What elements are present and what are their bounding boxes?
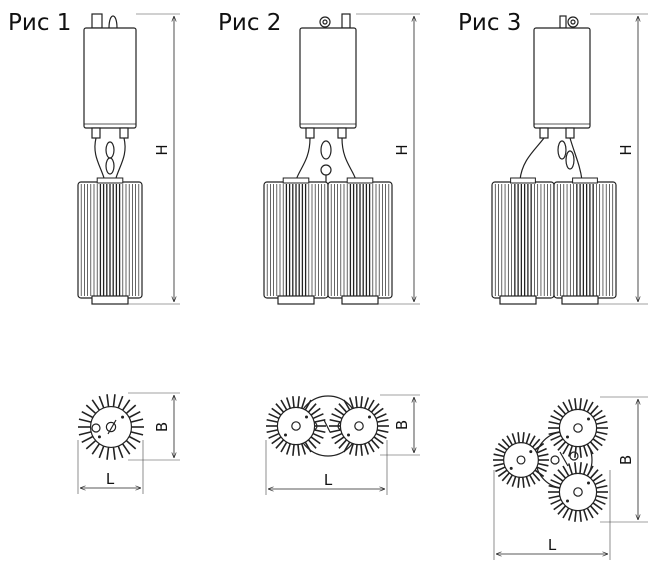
heatsink-module-left — [491, 177, 555, 299]
heatsink-module — [77, 177, 143, 299]
radial-heatsink-top-right — [329, 396, 389, 456]
depth-label: B — [617, 455, 635, 465]
heatsink-module-left — [263, 177, 329, 299]
heatsink-module-right — [553, 177, 617, 299]
figure-2-side-view: H — [263, 13, 420, 305]
depth-label: B — [393, 420, 411, 430]
radial-heatsink-top-left — [266, 396, 326, 456]
height-label: H — [393, 144, 411, 155]
height-label: H — [153, 144, 171, 155]
height-label: H — [617, 144, 635, 155]
radial-heatsink-top — [78, 394, 144, 460]
figure-3-title: Рис 3 — [458, 10, 522, 36]
figure-3-side-view: H — [491, 13, 648, 305]
driver-box — [533, 27, 591, 129]
depth-label: B — [153, 422, 171, 432]
width-label: L — [106, 470, 115, 488]
figure-1-title: Рис 1 — [8, 10, 72, 36]
radial-heatsink-top-2 — [548, 398, 608, 458]
figure-1-top-view: B L — [77, 392, 180, 494]
figure-3-top-view: B L — [493, 396, 648, 560]
radial-heatsink-top-3 — [548, 462, 608, 522]
figure-2-top-view: B L — [265, 394, 420, 495]
figure-2-title: Рис 2 — [218, 10, 282, 36]
heatsink-module-right — [327, 177, 393, 299]
driver-box — [299, 27, 357, 129]
driver-box — [83, 27, 137, 129]
width-label: L — [548, 536, 557, 554]
width-label: L — [324, 471, 333, 489]
figure-1-side-view: H — [77, 13, 180, 305]
radial-heatsink-top-1 — [493, 432, 549, 488]
